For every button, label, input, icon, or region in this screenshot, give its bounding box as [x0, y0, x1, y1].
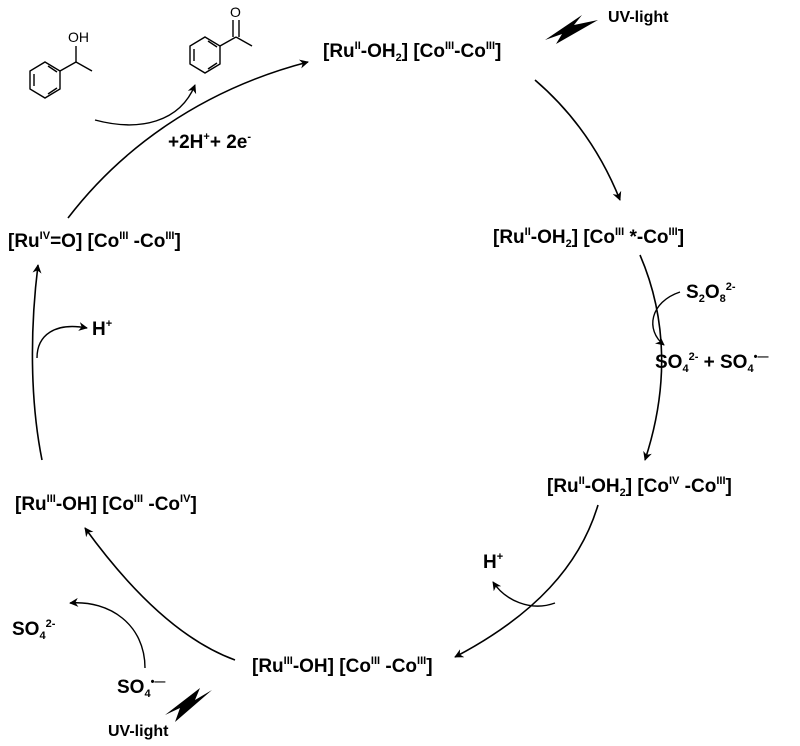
carbonyl-oxygen-label: O	[230, 4, 241, 20]
proton-release-left-arrow	[36, 322, 88, 359]
complex-ru3-oh-co3-co3: [RuIII-OH] [CoIII -CoIII]	[252, 655, 433, 677]
alcohol-to-ketone-arrow	[94, 84, 197, 126]
sulfate-release-arrow	[69, 597, 146, 669]
phenylethanol-molecule	[29, 46, 93, 99]
proton-electron-label: +2H++ 2e-	[168, 131, 252, 153]
complex-ru4-oxo-co3-co3: [RuIV=O] [CoIII -CoIII]	[8, 230, 181, 252]
lightning-bolt-bottom-icon	[165, 688, 212, 722]
sulfate-out-label: SO42-	[12, 618, 56, 642]
proton-left-label: H+	[92, 318, 113, 340]
complex-ru2-oh2-co4-co3: [RuII-OH2] [CoIV -CoIII]	[547, 475, 732, 499]
cycle-arrow-right-to-bottom	[454, 504, 599, 658]
uv-light-bottom-label: UV-light	[108, 723, 169, 740]
complex-ru2-oh2-co3-co3: [RuII-OH2] [CoIII-CoIII]	[323, 40, 502, 64]
cycle-arrow-left-up	[31, 264, 43, 461]
complex-ru2-oh2-excited-co: [RuII-OH2] [CoIII *-CoIII]	[493, 226, 685, 250]
cycle-arrow-right-down	[639, 254, 663, 461]
acetophenone-molecule	[189, 20, 253, 74]
persulfate-arrow	[652, 291, 681, 346]
cycle-arrow-left-to-top	[67, 59, 309, 219]
cycle-arrow-top-to-right	[534, 79, 622, 201]
complex-ru3-oh-co3-co4: [RuIII-OH] [CoIII -CoIV]	[15, 493, 197, 515]
cycle-arrow-bottom-to-left	[84, 527, 236, 661]
lightning-bolt-top-icon	[545, 15, 598, 44]
hydroxyl-label: OH	[68, 29, 89, 45]
sulfate-radical-in-label: SO4•—	[117, 676, 166, 700]
sulfate-products-label: SO42- + SO4•—	[655, 351, 769, 375]
proton-right-label: H+	[483, 551, 504, 573]
persulfate-label: S2O82-	[686, 281, 736, 305]
proton-release-right-arrow	[492, 581, 556, 607]
uv-light-top-label: UV-light	[608, 9, 669, 26]
